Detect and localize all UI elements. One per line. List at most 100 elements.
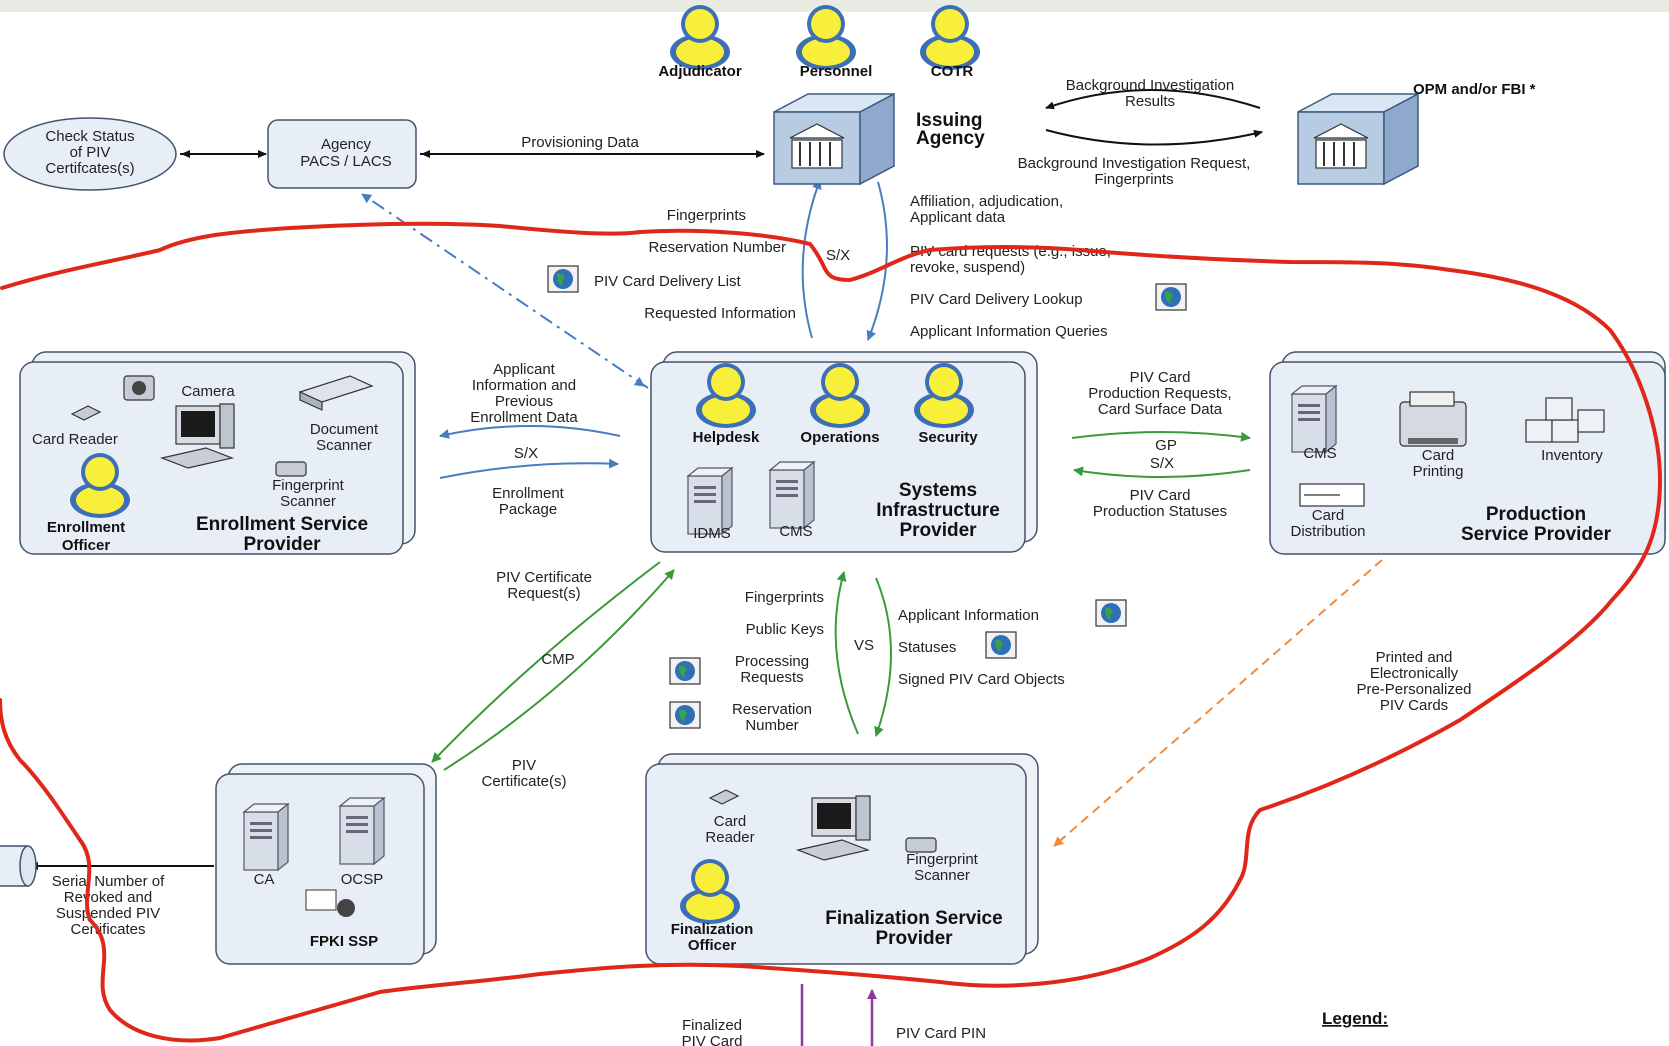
- inventory-boxes-icon: [1525, 397, 1605, 443]
- document-scanner-line-2: Scanner: [316, 437, 372, 454]
- applicant-prev-line-1: Applicant: [493, 361, 556, 378]
- prod-cms-label: CMS: [1303, 445, 1336, 462]
- pacs-label-2: PACS / LACS: [300, 153, 391, 170]
- processing-line-2: Requests: [740, 669, 803, 686]
- card-distribution-line-1: Card: [1312, 507, 1345, 524]
- card-printing-line-1: Card: [1422, 447, 1455, 464]
- fingerprint-scanner-icon: [275, 461, 307, 477]
- applicant-info-globe-icon: [1095, 599, 1127, 627]
- serial-numbers-line-4: Certificates: [70, 921, 145, 938]
- cert-requests-line-1: PIV Certificate: [496, 569, 592, 586]
- affiliation-line-2: Applicant data: [910, 209, 1006, 226]
- finalization-officer-line-2: Officer: [688, 937, 737, 954]
- piv-certs-line-2: Certificate(s): [481, 773, 566, 790]
- ocsp-server-icon: [339, 797, 385, 865]
- processing-line-1: Processing: [735, 653, 809, 670]
- cmp-label: CMP: [541, 651, 574, 668]
- cms-label: CMS: [779, 523, 812, 540]
- delivery-list-globe-icon: [547, 265, 579, 293]
- requested-info-label: Requested Information: [644, 305, 796, 322]
- fingerprint-scanner-line-1: Fingerprint: [272, 477, 345, 494]
- camera-icon: [123, 375, 155, 401]
- prod-requests-line-3: Card Surface Data: [1098, 401, 1223, 418]
- personnel-label: Personnel: [800, 63, 873, 80]
- prod-requests-line-2: Production Requests,: [1088, 385, 1231, 402]
- to-production-arrow: [1071, 431, 1251, 442]
- inventory-label: Inventory: [1541, 447, 1603, 464]
- delivery-lookup-label: PIV Card Delivery Lookup: [910, 291, 1083, 308]
- sx-top-label: S/X: [826, 247, 850, 264]
- card-distribution-icon: [1299, 483, 1365, 507]
- fpki-label: FPKI SSP: [310, 933, 378, 950]
- gp-label: GP: [1155, 437, 1177, 454]
- card-reader-icon: [70, 405, 102, 421]
- sx-left-label: S/X: [514, 445, 538, 462]
- prod-statuses-line-2: Production Statuses: [1093, 503, 1227, 520]
- reservation-globe-icon: [669, 701, 701, 729]
- final-fingerprint-line-2: Scanner: [914, 867, 970, 884]
- opm-fbi-label: OPM and/or FBI *: [1413, 81, 1536, 98]
- adjudicator-icon: [670, 5, 730, 70]
- adjudicator-label: Adjudicator: [658, 63, 741, 80]
- affiliation-line-1: Affiliation, adjudication,: [910, 193, 1063, 210]
- final-card-reader-icon: [708, 789, 740, 805]
- boundary-outline: [0, 221, 1662, 1043]
- check-status-line-3: Certifcates(s): [45, 160, 134, 177]
- finalization-provider-line-1: Finalization Service: [825, 908, 1002, 929]
- to-fpki-arrow: [431, 561, 661, 763]
- fingerprints-down-label: Fingerprints: [745, 589, 824, 606]
- ca-label: CA: [254, 871, 275, 888]
- applicant-prev-line-3: Previous: [495, 393, 553, 410]
- production-provider-line-1: Production: [1486, 504, 1586, 525]
- finalization-officer-line-1: Finalization: [671, 921, 754, 938]
- prod-statuses-line-1: PIV Card: [1130, 487, 1191, 504]
- cotr-label: COTR: [931, 63, 974, 80]
- cert-requests-line-2: Request(s): [507, 585, 580, 602]
- document-scanner-icon: [298, 375, 374, 411]
- finalization-provider-line-2: Provider: [875, 928, 953, 949]
- systems-provider-line-3: Provider: [899, 520, 977, 541]
- bi-request-arrow: [1045, 129, 1263, 146]
- security-label: Security: [918, 429, 978, 446]
- crl-cylinder-cap: [19, 845, 37, 887]
- card-pin-label: PIV Card PIN: [896, 1025, 986, 1042]
- bi-results-arrow: [1045, 89, 1261, 110]
- piv-certs-line-1: PIV: [512, 757, 536, 774]
- document-scanner-line-1: Document: [310, 421, 379, 438]
- bi-results-line-1: Background Investigation: [1066, 77, 1234, 94]
- finalized-card-line-1: Finalized: [682, 1017, 742, 1034]
- opm-fbi-building-icon: [1297, 93, 1419, 185]
- to-systems-arrow: [439, 458, 619, 479]
- check-status-ellipse: [3, 117, 177, 191]
- reservation-2-line-1: Reservation: [732, 701, 812, 718]
- printed-cards-line-1: Printed and: [1376, 649, 1453, 666]
- delivery-list-label: PIV Card Delivery List: [594, 273, 742, 290]
- top-band: [0, 0, 1669, 12]
- delivery-lookup-globe-icon: [1155, 283, 1187, 311]
- legend-title: Legend:: [1322, 1009, 1388, 1028]
- enrollment-officer-line-2: Officer: [62, 537, 111, 554]
- final-card-reader-line-1: Card: [714, 813, 747, 830]
- down-from-agency-arrow: [866, 181, 888, 341]
- enrollment-package-line-1: Enrollment: [492, 485, 565, 502]
- enrollment-officer-line-1: Enrollment: [47, 519, 125, 536]
- from-fpki-arrow: [443, 569, 675, 771]
- idms-label: IDMS: [693, 525, 731, 542]
- to-final-arrow: [874, 577, 892, 737]
- production-provider-line-2: Service Provider: [1461, 524, 1612, 545]
- printed-cards-arrow: [1053, 559, 1383, 847]
- up-to-agency-arrow: [801, 179, 822, 339]
- provisioning-label: Provisioning Data: [521, 134, 639, 151]
- processing-globe-icon: [669, 657, 701, 685]
- fingerprint-scanner-line-2: Scanner: [280, 493, 336, 510]
- bi-results-line-2: Results: [1125, 93, 1175, 110]
- to-systems-from-final-arrow: [834, 571, 859, 735]
- enrollment-provider-line-1: Enrollment Service: [196, 514, 368, 535]
- finalized-card-line-2: PIV Card: [682, 1033, 743, 1046]
- applicant-prev-line-2: Information and: [472, 377, 576, 394]
- card-reader-label: Card Reader: [32, 431, 118, 448]
- systems-provider-line-2: Infrastructure: [876, 500, 1000, 521]
- check-status-line-1: Check Status: [45, 128, 134, 145]
- printed-cards-line-4: PIV Cards: [1380, 697, 1448, 714]
